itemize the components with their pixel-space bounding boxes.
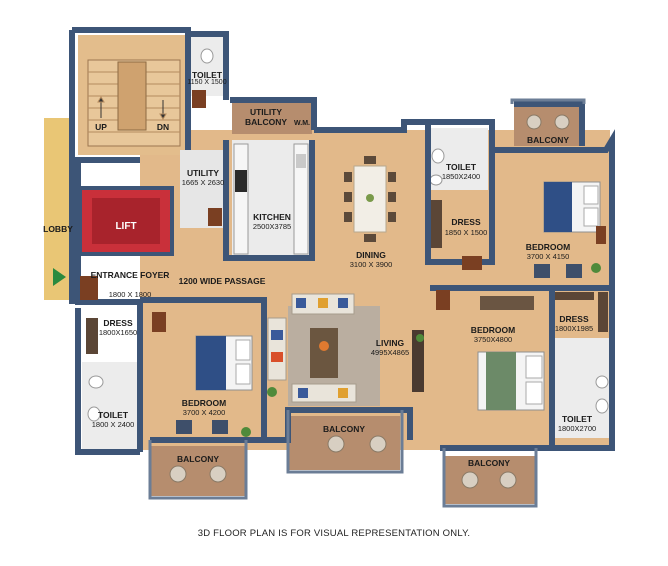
label-balcony-center: BALCONY (322, 424, 366, 434)
balcony-rails (148, 98, 586, 508)
label-kitchen: KITCHEN (253, 212, 291, 222)
label-balcony-left: BALCONY (176, 454, 220, 464)
furniture (86, 48, 609, 489)
label-bedroom-left: BEDROOM (181, 398, 227, 408)
dim-dining: 3100 X 3900 (349, 260, 393, 269)
label-balcony-top-right: BALCONY (526, 135, 570, 145)
dim-toilet-right: 1800X2700 (557, 424, 597, 433)
dim-bedroom-top-right: 3700 X 4150 (526, 252, 570, 261)
dim-dress-right-top: 1850 X 1500 (444, 228, 488, 237)
dim-bedroom-left: 3700 X 4200 (182, 408, 226, 417)
dim-dress-left: 1800X1650 (98, 328, 138, 337)
dim-living: 4995X4865 (370, 348, 410, 357)
label-dress-left: DRESS (103, 318, 133, 328)
staircase (87, 59, 181, 147)
dim-entrance-foyer: 1800 X 1800 (108, 290, 152, 299)
label-bedroom-right: BEDROOM (470, 325, 516, 335)
dim-dress-right: 1800X1985 (554, 324, 594, 333)
disclaimer-caption: 3D FLOOR PLAN IS FOR VISUAL REPRESENTATI… (197, 528, 471, 539)
label-stair-up: UP (95, 122, 107, 132)
label-lobby: LOBBY (43, 224, 73, 234)
label-lift: LIFT (115, 221, 137, 232)
balcony-left-floor (150, 446, 246, 496)
toilet-left-floor (82, 362, 140, 452)
label-dress-right-top: DRESS (451, 217, 481, 227)
label-utility: UTILITY (186, 168, 220, 178)
utility-balcony-floor (232, 102, 312, 134)
label-entrance-foyer: ENTRANCE FOYER (90, 270, 170, 280)
balcony-top-right-floor (514, 104, 582, 146)
dim-utility: 1665 X 2630 (181, 178, 225, 187)
label-stair-dn: DN (156, 122, 170, 132)
label-wm: W.M. (294, 120, 310, 127)
bed-top-right (534, 181, 601, 278)
label-utility-balcony: UTILITY BALCONY (244, 107, 288, 127)
living-sofa-set (267, 293, 357, 403)
walls (69, 27, 615, 455)
label-toilet-right-top: TOILET (445, 162, 477, 172)
dim-toilet-top: 1150 X 1500 (187, 79, 227, 86)
label-toilet-left: TOILET (97, 410, 129, 420)
bed-right (477, 296, 545, 411)
doors (80, 90, 606, 332)
label-toilet-right: TOILET (561, 414, 593, 424)
toilet-top-floor (190, 36, 224, 96)
dim-kitchen: 2500X3785 (252, 222, 292, 231)
label-bedroom-top-right: BEDROOM (525, 242, 571, 252)
label-dress-right: DRESS (559, 314, 589, 324)
dim-bedroom-right: 3750X4800 (473, 335, 513, 344)
label-dining: DINING (356, 250, 386, 260)
label-toilet-top: TOILET (191, 70, 223, 80)
label-living: LIVING (375, 338, 405, 348)
dim-toilet-left: 1800 X 2400 (91, 420, 135, 429)
dim-toilet-right-top: 1850X2400 (441, 172, 481, 181)
balcony-right-floor (444, 456, 536, 504)
lobby-arrow-icon (53, 268, 66, 286)
label-balcony-right: BALCONY (467, 458, 511, 468)
bed-left (176, 335, 253, 434)
label-passage: 1200 WIDE PASSAGE (178, 276, 266, 286)
